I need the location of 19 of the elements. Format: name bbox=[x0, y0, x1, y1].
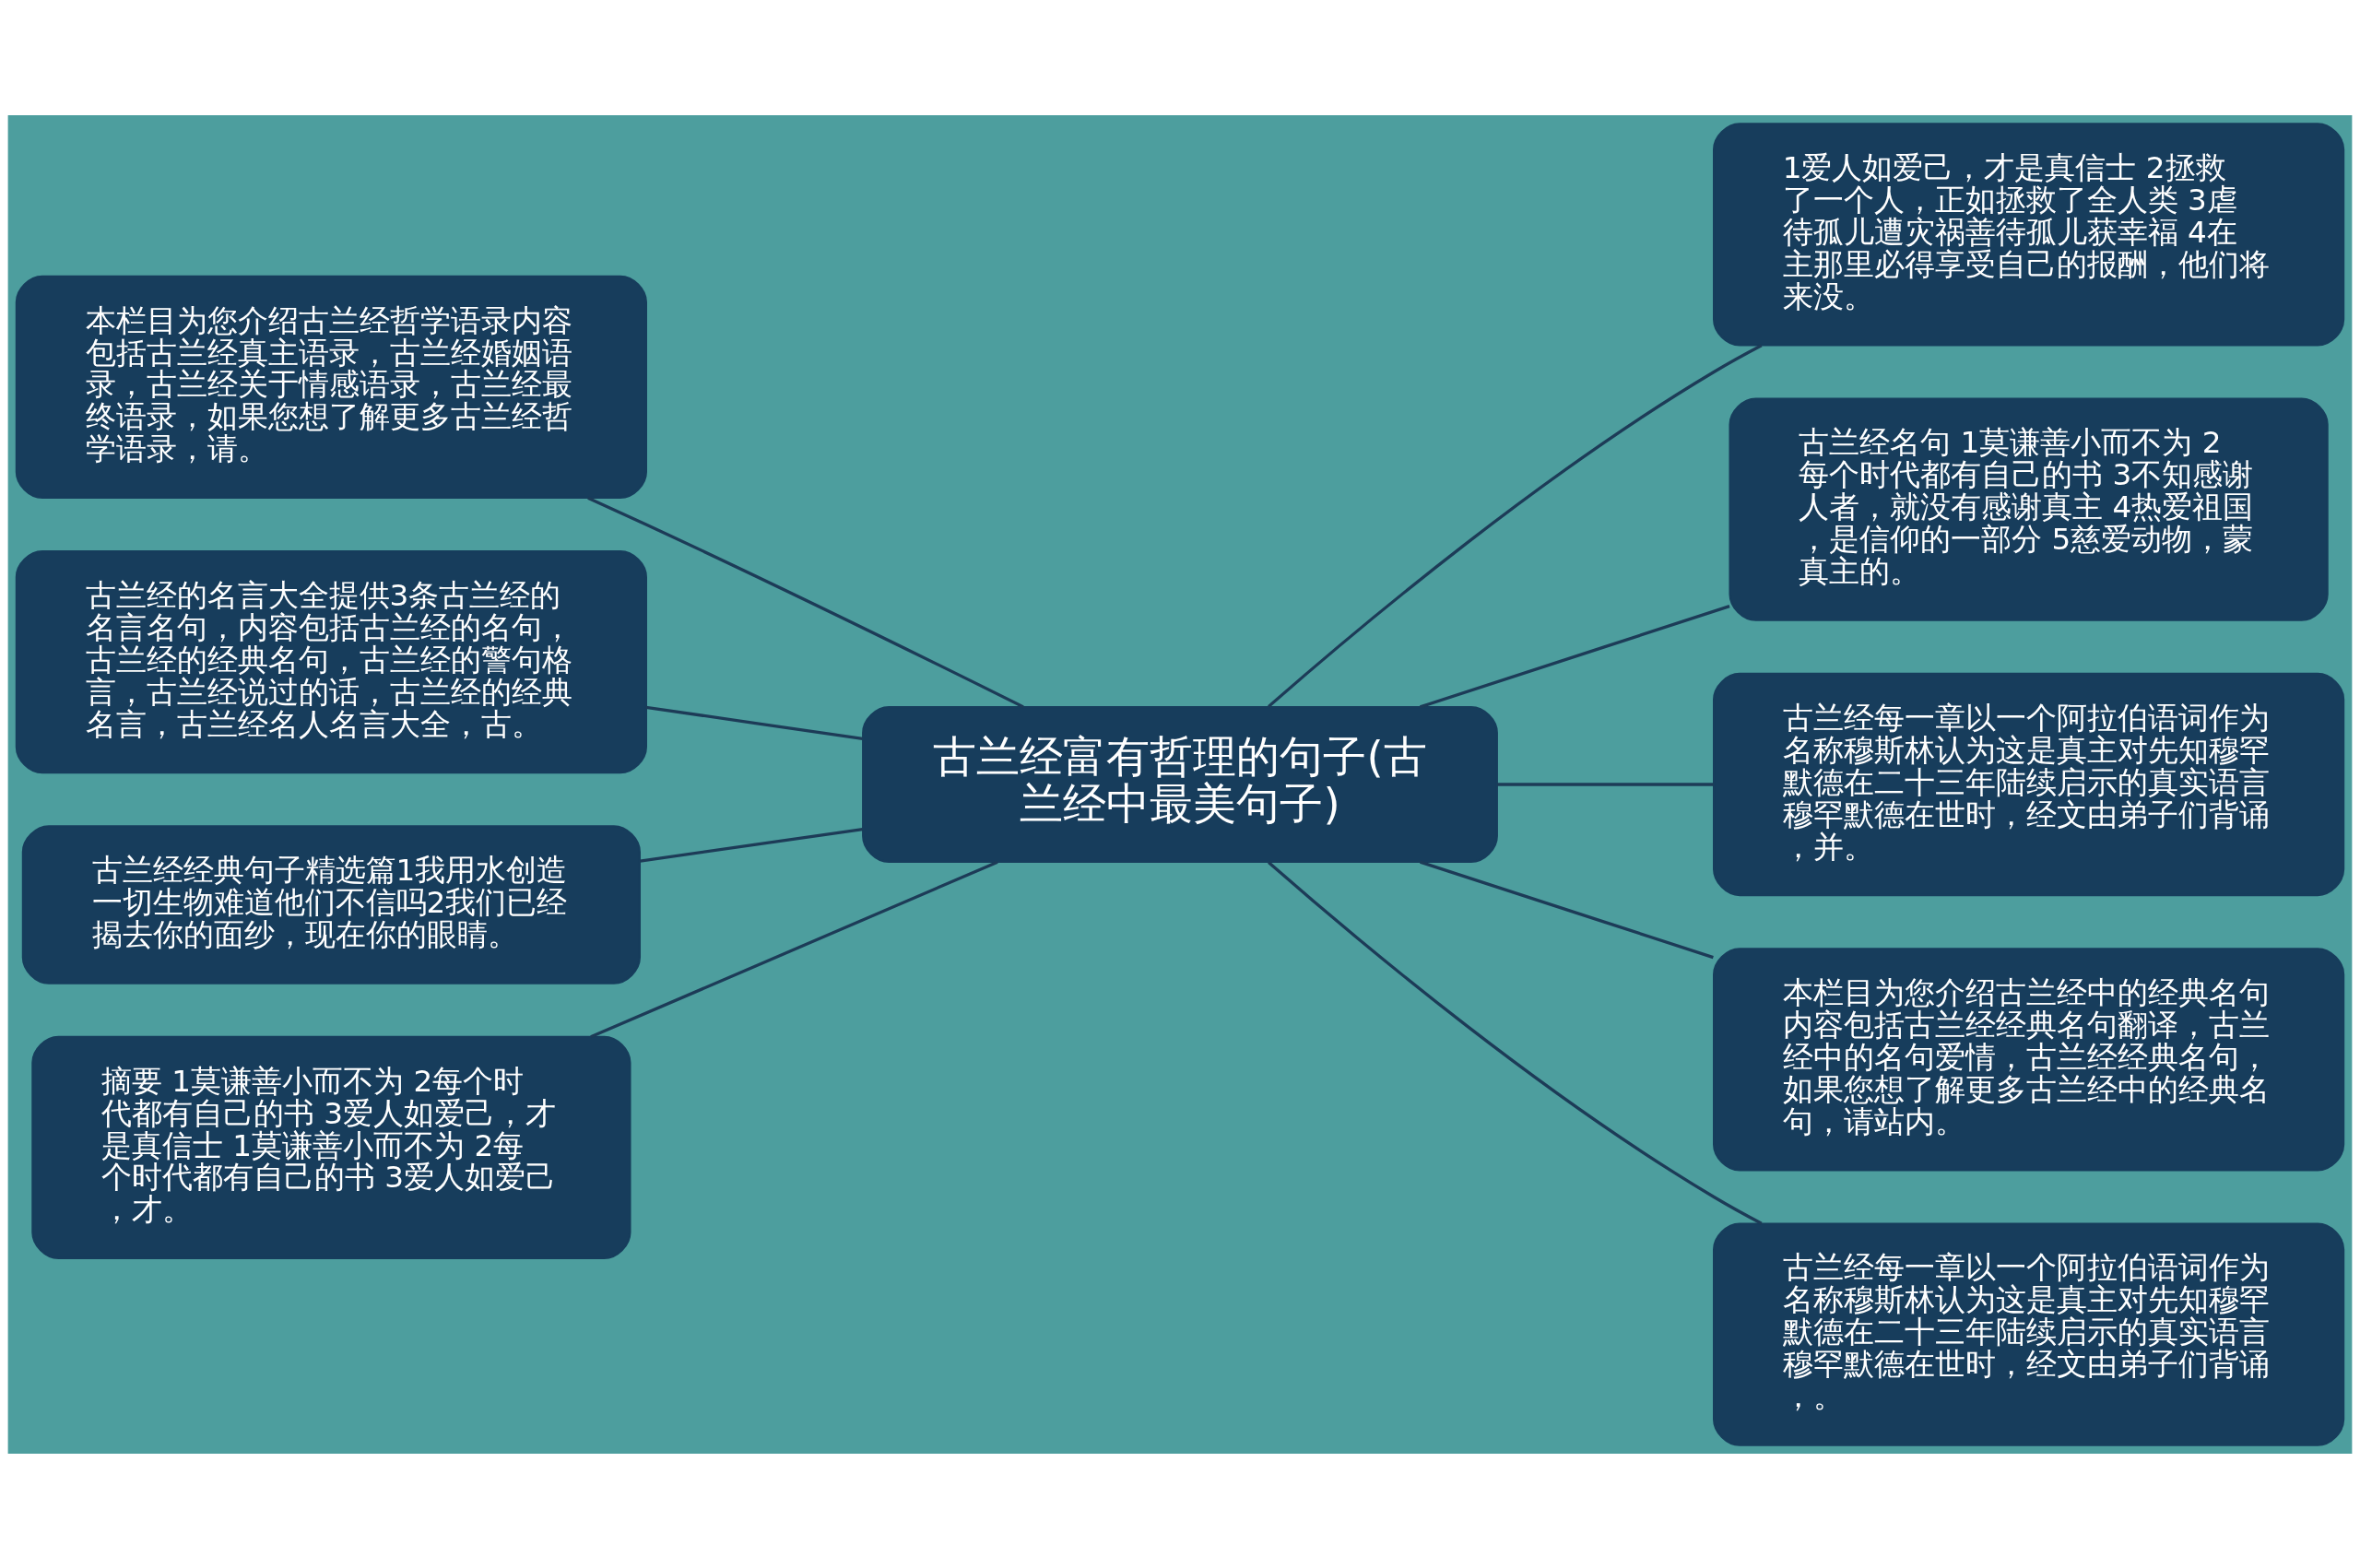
node-box: 古兰经每一章以一个阿拉伯语词作为名称穆斯林认为这是真主对先知穆罕默德在二十三年陆续启示的真实语言穆罕默德在世时，经文由弟子们背诵，。 bbox=[1713, 1221, 2345, 1446]
connector bbox=[1497, 782, 1714, 786]
node-box: 古兰经经典句子精选篇1我用水创造一切生物难道他们不信吗2我们已经揭去你的面纱，现在你的眼睛。 bbox=[21, 824, 641, 984]
connector bbox=[1268, 860, 1763, 1225]
connector bbox=[1420, 860, 1714, 959]
connector bbox=[645, 705, 863, 740]
node-box: 本栏目为您介绍古兰经中的经典名句内容包括古兰经经典名句翻译，古兰经中的名句爱情，古兰经经典名句，如果您想了解更多古兰经中的经典名句，请站内。 bbox=[1713, 947, 2345, 1171]
node-box: 古兰经名句 1莫谦善小而不为 2每个时代都有自己的书 3不知感谢人者，就没有感谢真主 4热爱祖国，是信仰的一部分 5慈爱动物，蒙真主的。 bbox=[1729, 397, 2329, 621]
node-box: 1爱人如爱己，才是真信士 2拯救了一个人，正如拯救了全人类 3虐待孤儿遭灾祸善待孤儿获幸福 4在主那里必得享受自己的报酬，他们将来没。 bbox=[1713, 122, 2345, 347]
node-box: 古兰经的名言大全提供3条古兰经的名言名句，内容包括古兰经的名句，古兰经的经典名句，古兰经的警句格言，古兰经说过的话，古兰经的经典名言，古兰经名人名言大全，古。 bbox=[15, 549, 647, 773]
connector bbox=[587, 496, 1024, 708]
node-box: 古兰经每一章以一个阿拉伯语词作为名称穆斯林认为这是真主对先知穆罕默德在二十三年陆续启示的真实语言穆罕默德在世时，经文由弟子们背诵，并。 bbox=[1713, 672, 2345, 896]
node-box: 古兰经富有哲理的句子(古兰经中最美句子) bbox=[862, 705, 1498, 863]
connector bbox=[1420, 604, 1730, 708]
node-box: 摘要 1莫谦善小而不为 2每个时代都有自己的书 3爱人如爱己，才是真信士 1莫谦善小而不为 2每个时代都有自己的书 3爱人如爱己，才。 bbox=[31, 1035, 631, 1259]
connector bbox=[1268, 343, 1763, 708]
connector bbox=[640, 827, 863, 863]
connector bbox=[590, 860, 998, 1038]
node-box: 本栏目为您介绍古兰经哲学语录内容包括古兰经真主语录，古兰经婚姻语录，古兰经关于情感语录，古兰经最终语录，如果您想了解更多古兰经哲学语录，请。 bbox=[15, 275, 647, 499]
